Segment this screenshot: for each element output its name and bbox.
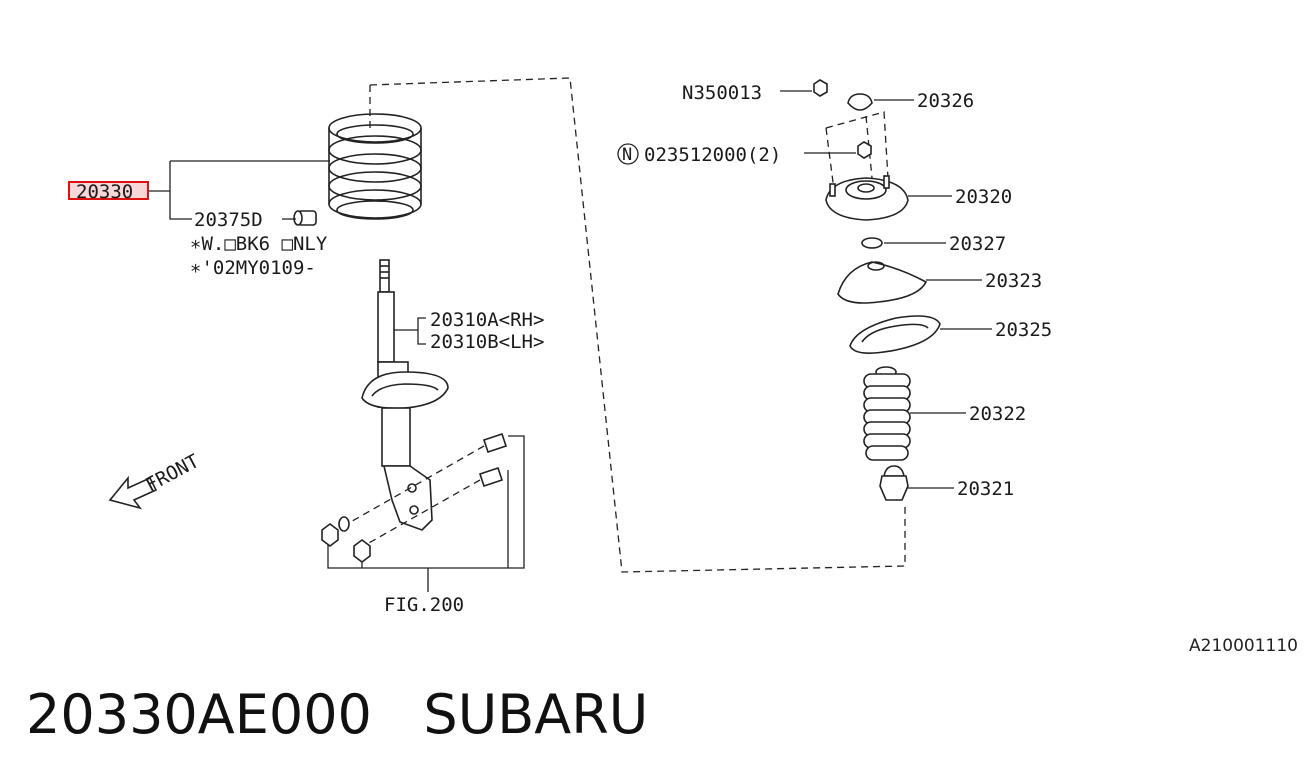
part-20330-label[interactable]: 20330 <box>76 181 133 203</box>
brand-name: SUBARU <box>423 683 649 746</box>
part-20375d-label[interactable]: 20375D <box>194 209 263 231</box>
washer-20327[interactable] <box>861 237 883 249</box>
mounting-bolts[interactable] <box>478 432 508 488</box>
leader-20310-bracket <box>417 317 426 345</box>
fig200-bracket-right <box>508 435 525 569</box>
part-20323-label[interactable]: 20323 <box>985 270 1042 292</box>
exploded-view-boundary <box>369 77 906 573</box>
model-note-1: ∗W.□BK6 □NLY <box>190 233 328 255</box>
coil-spring[interactable] <box>328 113 422 220</box>
cap-20326[interactable] <box>847 93 873 111</box>
front-label: FRONT <box>142 450 203 496</box>
guide-center <box>865 115 873 179</box>
part-n023512000-label[interactable]: 023512000(2) <box>644 144 781 166</box>
n-symbol: N <box>622 145 632 165</box>
part-n350013-label[interactable]: N350013 <box>682 82 762 104</box>
bolt-axis-lower <box>359 479 481 549</box>
model-note-2: ∗'02MY0109- <box>190 257 316 279</box>
part-number: 20330AE000 <box>26 683 372 746</box>
upper-seat-20323[interactable] <box>837 261 928 304</box>
guide-top-right <box>825 111 889 179</box>
fig200-bracket-bottom <box>327 545 508 569</box>
part-20326-label[interactable]: 20326 <box>917 90 974 112</box>
fig-200-label[interactable]: FIG.200 <box>384 594 464 616</box>
guide-top-left <box>825 127 835 191</box>
part-20330-highlight[interactable] <box>68 181 149 200</box>
part-20325-label[interactable]: 20325 <box>995 319 1052 341</box>
part-20327-label[interactable]: 20327 <box>949 233 1006 255</box>
nut-n350013[interactable] <box>813 79 828 97</box>
nut-n023512000[interactable] <box>857 141 872 159</box>
bolt-axis-upper <box>339 445 485 529</box>
bump-stop-20321[interactable] <box>879 465 909 501</box>
part-20322-label[interactable]: 20322 <box>969 403 1026 425</box>
dust-boot-20322[interactable] <box>863 366 911 461</box>
front-arrow-icon <box>108 475 158 510</box>
n-circle-symbol <box>617 143 639 165</box>
part-20310a-label[interactable]: 20310A<RH> <box>430 309 544 331</box>
rubber-seat-20325[interactable] <box>849 315 941 354</box>
footer-title: 20330AE000 SUBARU <box>26 683 648 746</box>
cushion-20375d[interactable] <box>293 210 317 226</box>
part-20321-label[interactable]: 20321 <box>957 478 1014 500</box>
strut-mount-20320[interactable] <box>825 175 909 221</box>
part-20320-label[interactable]: 20320 <box>955 186 1012 208</box>
nuts-washers[interactable] <box>321 516 371 563</box>
strut-assembly[interactable] <box>361 259 449 531</box>
part-20310b-label[interactable]: 20310B<LH> <box>430 331 544 353</box>
diagram-reference-code: A210001110 <box>1189 636 1298 656</box>
leader-20330-bracket <box>169 161 192 220</box>
